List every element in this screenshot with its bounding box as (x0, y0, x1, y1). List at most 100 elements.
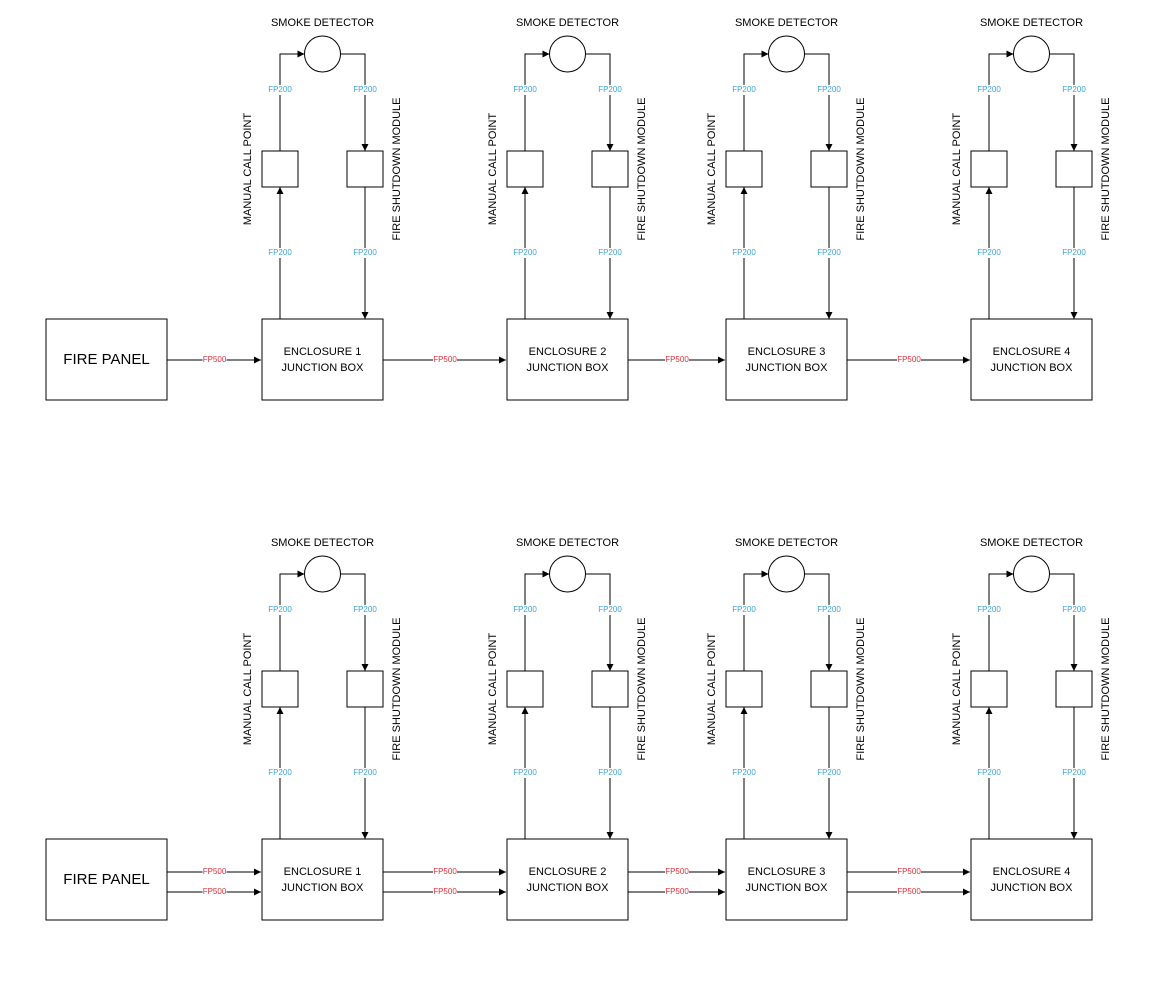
cable-label-fp200: FP200 (977, 85, 1001, 94)
enclosure-2-title: ENCLOSURE 2 (529, 866, 607, 878)
fire-shutdown-module-1 (346, 670, 384, 708)
fire-shutdown-module-label-4: FIRE SHUTDOWN MODULE (1100, 618, 1112, 761)
manual-call-point-3 (725, 670, 763, 708)
fire-shutdown-module-3 (810, 670, 848, 708)
fire-shutdown-module-2 (591, 670, 629, 708)
cable-label-fp200: FP200 (268, 248, 292, 257)
wire-mcp-to-smoke-2 (524, 50, 550, 151)
manual-call-point-label-3: MANUAL CALL POINT (706, 633, 718, 746)
trunk-label-bg (433, 868, 457, 876)
fire-shutdown-module-2 (591, 150, 629, 188)
smoke-detector-4 (1013, 35, 1050, 73)
enclosure-1-title: ENCLOSURE 1 (284, 346, 362, 358)
wire-smoke-to-fsm-1 (340, 53, 369, 151)
cable-label-bg (732, 768, 756, 778)
fire-panel-label: FIRE PANEL (63, 351, 149, 368)
cable-label-bg (732, 85, 756, 95)
manual-call-point-label-2: MANUAL CALL POINT (487, 113, 499, 226)
cable-label-bg (817, 248, 841, 258)
enclosure-2-subtitle: JUNCTION BOX (527, 362, 610, 374)
smoke-detector-label-3: SMOKE DETECTOR (735, 537, 838, 549)
cable-label-fp200: FP200 (353, 85, 377, 94)
cable-label-bg (268, 768, 292, 778)
manual-call-point-2 (506, 670, 544, 708)
smoke-detector-label-1: SMOKE DETECTOR (271, 17, 374, 29)
cable-label-bg (598, 248, 622, 258)
enclosure-4-subtitle: JUNCTION BOX (991, 882, 1074, 894)
cable-label-fp500: FP500 (897, 887, 921, 896)
smoke-detector-2 (549, 555, 586, 593)
fire-shutdown-module-label-1: FIRE SHUTDOWN MODULE (391, 618, 403, 761)
trunk-label-bg (202, 868, 227, 876)
cable-label-fp200: FP200 (732, 85, 756, 94)
manual-call-point-3 (725, 150, 763, 188)
enclosure-2-subtitle: JUNCTION BOX (527, 882, 610, 894)
cable-label-fp200: FP200 (598, 768, 622, 777)
fire-panel-label: FIRE PANEL (63, 871, 149, 888)
trunk-label-bg (897, 356, 921, 364)
smoke-detector-label-3: SMOKE DETECTOR (735, 17, 838, 29)
cable-label-fp200: FP200 (268, 605, 292, 614)
wire-smoke-to-fsm-4 (1049, 53, 1078, 151)
wire-mcp-to-smoke-4 (988, 50, 1014, 151)
fire-shutdown-module-label-3: FIRE SHUTDOWN MODULE (855, 618, 867, 761)
fire-shutdown-module-1 (346, 150, 384, 188)
enclosure-2-title: ENCLOSURE 2 (529, 346, 607, 358)
fire-shutdown-module-label-2: FIRE SHUTDOWN MODULE (636, 98, 648, 241)
smoke-detector-label-4: SMOKE DETECTOR (980, 537, 1083, 549)
cable-label-fp200: FP200 (1062, 768, 1086, 777)
enclosure-4-subtitle: JUNCTION BOX (991, 362, 1074, 374)
cable-label-fp500: FP500 (665, 867, 689, 876)
manual-call-point-label-1: MANUAL CALL POINT (242, 113, 254, 226)
cable-label-bg (1062, 85, 1086, 95)
cable-label-fp200: FP200 (732, 605, 756, 614)
cable-label-fp500: FP500 (433, 355, 457, 364)
enclosure-3-subtitle: JUNCTION BOX (746, 882, 829, 894)
enclosure-1-box (261, 318, 384, 401)
wire-smoke-to-fsm-1 (340, 573, 369, 671)
manual-call-point-label-3: MANUAL CALL POINT (706, 113, 718, 226)
cable-label-bg (513, 248, 537, 258)
smoke-detector-4 (1013, 555, 1050, 593)
enclosure-3-box (725, 318, 848, 401)
fire-panel-box (45, 318, 168, 401)
cable-label-fp200: FP200 (1062, 605, 1086, 614)
enclosure-4-box (970, 318, 1093, 401)
cable-label-bg (268, 248, 292, 258)
smoke-detector-label-4: SMOKE DETECTOR (980, 17, 1083, 29)
cable-label-fp500: FP500 (665, 887, 689, 896)
cable-label-fp500: FP500 (203, 355, 227, 364)
wire-smoke-to-fsm-3 (804, 53, 833, 151)
enclosure-2-box (506, 318, 629, 401)
smoke-detector-3 (768, 35, 805, 73)
enclosure-4-title: ENCLOSURE 4 (993, 346, 1071, 358)
cable-label-bg (353, 768, 377, 778)
wire-smoke-to-fsm-4 (1049, 573, 1078, 671)
smoke-detector-1 (304, 555, 341, 593)
cable-label-bg (1062, 248, 1086, 258)
fire-shutdown-module-label-3: FIRE SHUTDOWN MODULE (855, 98, 867, 241)
manual-call-point-label-2: MANUAL CALL POINT (487, 633, 499, 746)
cable-label-fp500: FP500 (433, 887, 457, 896)
cable-label-bg (1062, 768, 1086, 778)
cable-label-bg (732, 248, 756, 258)
cable-label-fp200: FP200 (268, 768, 292, 777)
enclosure-4-box (970, 838, 1093, 921)
cable-label-fp200: FP200 (513, 768, 537, 777)
cable-label-bg (977, 248, 1001, 258)
cable-label-bg (513, 85, 537, 95)
cable-label-bg (977, 768, 1001, 778)
cable-label-fp500: FP500 (665, 355, 689, 364)
fire-shutdown-module-3 (810, 150, 848, 188)
cable-label-bg (817, 85, 841, 95)
wire-smoke-to-fsm-2 (585, 573, 614, 671)
enclosure-2-box (506, 838, 629, 921)
enclosure-1-subtitle: JUNCTION BOX (282, 362, 365, 374)
enclosure-1-box (261, 838, 384, 921)
cable-label-bg (353, 248, 377, 258)
cable-label-fp200: FP200 (353, 248, 377, 257)
smoke-detector-label-2: SMOKE DETECTOR (516, 17, 619, 29)
trunk-label-bg (665, 356, 689, 364)
cable-label-fp200: FP200 (513, 248, 537, 257)
